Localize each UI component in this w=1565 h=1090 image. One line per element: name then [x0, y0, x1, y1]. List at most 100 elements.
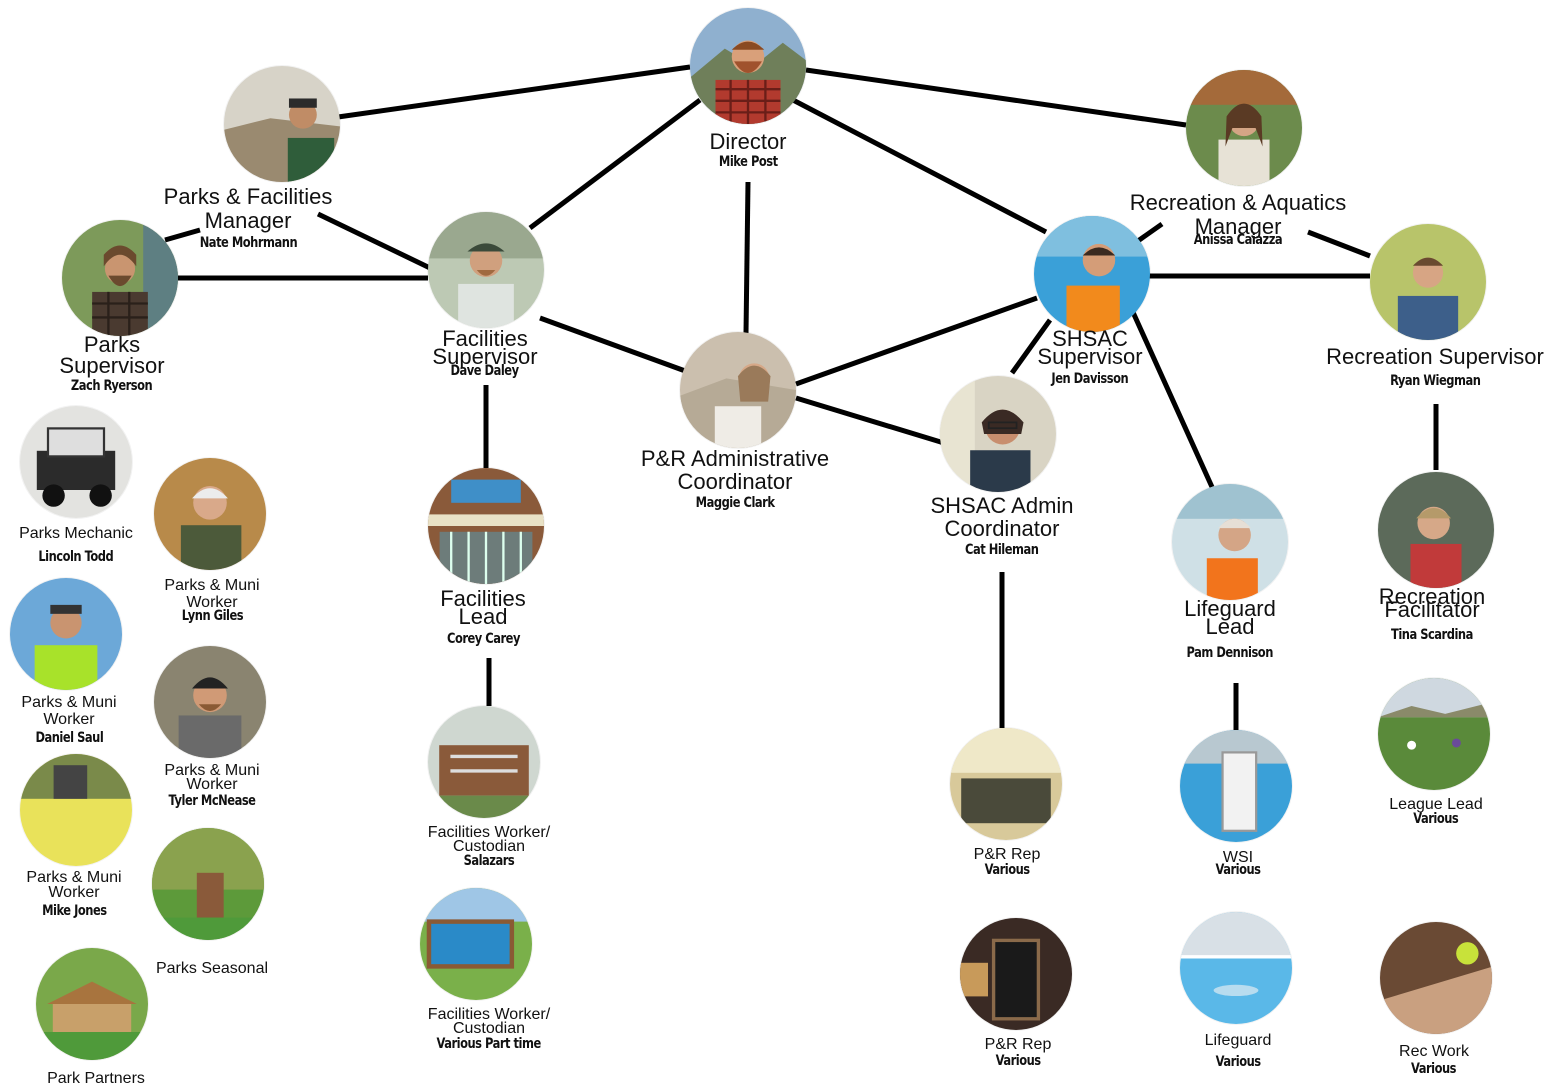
rec-aquatics-manager-photo	[1186, 70, 1302, 186]
tyler-mcnease-photo	[154, 646, 266, 758]
custodian-salazars-photo	[428, 706, 540, 818]
park-partners-card: Park Partners	[47, 1071, 145, 1087]
mike-jones-card: Parks & Muni Worker Mike Jones	[14, 870, 134, 920]
pr-rep-1-card: P&R Rep Various	[973, 846, 1041, 879]
node-title: Recreation Facilitator	[1378, 584, 1486, 622]
lifeguard-lead-photo	[1172, 484, 1288, 600]
node-title: Rec Work	[1399, 1043, 1469, 1060]
admin-coordinator-photo	[680, 332, 796, 448]
node-name: Lincoln Todd	[38, 549, 114, 565]
node-title: SHSAC Admin Coordinator	[930, 493, 1074, 541]
node-title: Parks & Muni Worker	[26, 869, 122, 901]
node-title: Parks & Muni Worker	[164, 762, 260, 793]
custodian-salazars-card: Facilities Worker/ Custodian Salazars	[409, 824, 569, 870]
parks-facilities-manager-photo	[224, 66, 340, 182]
shsac-supervisor-photo	[1034, 216, 1150, 332]
lynn-giles-card: Parks & Muni Worker Lynn Giles	[152, 577, 272, 625]
node-name: Tina Scardina	[1391, 627, 1473, 643]
custodian-various-photo	[420, 888, 532, 1000]
admin-coordinator-card: P&R Administrative Coordinator Maggie Cl…	[615, 447, 855, 512]
lifeguard-lead-card: Lifeguard Lead Pam Dennison	[1175, 596, 1285, 662]
node-title: Lifeguard Lead	[1184, 596, 1276, 639]
rec-aquatics-manager-card: Recreation & Aquatics Manager Anissa Cai…	[1108, 191, 1368, 249]
node-name: Corey Carey	[446, 631, 520, 647]
node-name: Mike Post	[718, 154, 778, 170]
node-name: Various	[1411, 1061, 1457, 1077]
node-title: Director	[709, 129, 787, 154]
node-name: Mike Jones	[41, 903, 107, 919]
node-name: Nate Mohrmann	[199, 235, 297, 251]
wsi-photo	[1180, 730, 1292, 842]
node-name: Various	[1413, 811, 1459, 827]
node-name: Various	[1215, 862, 1261, 878]
wsi-card: WSI Various	[1211, 849, 1266, 879]
node-title: Recreation & Aquatics Manager	[1129, 190, 1347, 239]
parks-seasonal-card: Parks Seasonal	[155, 960, 269, 977]
parks-seasonal-photo	[152, 828, 264, 940]
daniel-saul-photo	[10, 578, 122, 690]
node-name: Dave Daley	[450, 363, 520, 379]
node-name: Pam Dennison	[1186, 645, 1274, 661]
parks-facilities-manager-card: Parks & Facilities Manager Nate Mohrmann	[148, 185, 348, 252]
league-lead-card: League Lead Various	[1389, 796, 1483, 828]
pr-rep-2-card: P&R Rep Various	[984, 1036, 1052, 1070]
node-name: Various	[1215, 1054, 1261, 1070]
node-name: Cat Hileman	[965, 542, 1039, 558]
node-title: League Lead	[1389, 796, 1483, 813]
node-title: Facilities Worker/ Custodian	[427, 1006, 551, 1037]
recreation-supervisor-photo	[1370, 224, 1486, 340]
node-name: Tyler McNease	[168, 793, 256, 809]
mike-jones-photo	[20, 754, 132, 866]
node-name: Jen Davisson	[1051, 371, 1129, 387]
node-title: Parks Mechanic	[19, 525, 133, 542]
custodian-various-card: Facilities Worker/ Custodian Various Par…	[409, 1006, 569, 1053]
lifeguard-photo	[1180, 912, 1292, 1024]
recreation-facilitator-photo	[1378, 472, 1494, 588]
node-name: Zach Ryerson	[71, 378, 153, 394]
node-name: Maggie Clark	[695, 495, 775, 511]
facilities-lead-card: Facilities Lead Corey Carey	[428, 586, 538, 648]
node-name: Daniel Saul	[35, 730, 103, 746]
node-title: Parks Seasonal	[155, 960, 269, 977]
rec-work-card: Rec Work Various	[1399, 1043, 1469, 1078]
node-title: Facilities Worker/ Custodian	[427, 824, 551, 855]
node-title: Facilities Supervisor	[432, 326, 538, 369]
node-title: P&R Rep	[984, 1036, 1052, 1053]
parks-mechanic-photo	[20, 406, 132, 518]
parks-supervisor-photo	[62, 220, 178, 336]
facilities-supervisor-photo	[428, 212, 544, 328]
node-title: SHSAC Supervisor	[1037, 326, 1143, 369]
node-title: Recreation Supervisor	[1326, 344, 1544, 369]
node-name: Anissa Caiazza	[1193, 232, 1283, 248]
facilities-lead-photo	[428, 468, 544, 584]
node-title: Parks & Facilities Manager	[163, 184, 333, 233]
facilities-supervisor-card: Facilities Supervisor Dave Daley	[420, 326, 550, 380]
node-title: Lifeguard	[1204, 1032, 1272, 1049]
node-name: Salazars	[463, 853, 515, 869]
node-title: Parks & Muni Worker	[164, 577, 260, 611]
node-title: Facilities Lead	[440, 586, 526, 629]
recreation-facilitator-card: Recreation Facilitator Tina Scardina	[1367, 584, 1497, 644]
parks-supervisor-card: Parks Supervisor Zach Ryerson	[47, 334, 177, 395]
node-name: Ryan Wiegman	[1389, 373, 1481, 389]
director-card: Director Mike Post	[709, 131, 786, 171]
node-title: Parks & Muni Worker	[21, 694, 117, 728]
lifeguard-card: Lifeguard Various	[1204, 1032, 1272, 1071]
pr-rep-1-photo	[950, 728, 1062, 840]
node-title: P&R Rep	[973, 846, 1041, 863]
league-lead-photo	[1378, 678, 1490, 790]
tyler-mcnease-card: Parks & Muni Worker Tyler McNease	[152, 762, 272, 810]
director-photo	[690, 8, 806, 124]
node-title: P&R Administrative Coordinator	[640, 446, 830, 494]
shsac-admin-photo	[940, 376, 1056, 492]
node-title: WSI	[1222, 849, 1254, 866]
node-name: Various	[995, 1053, 1041, 1069]
node-name: Lynn Giles	[181, 608, 243, 624]
parks-mechanic-card: Parks Mechanic Lincoln Todd	[19, 525, 133, 566]
node-name: Various	[984, 862, 1030, 878]
pr-rep-2-photo	[960, 918, 1072, 1030]
node-name: Various Part time	[436, 1036, 542, 1052]
shsac-admin-card: SHSAC Admin Coordinator Cat Hileman	[912, 494, 1092, 559]
park-partners-photo	[36, 948, 148, 1060]
